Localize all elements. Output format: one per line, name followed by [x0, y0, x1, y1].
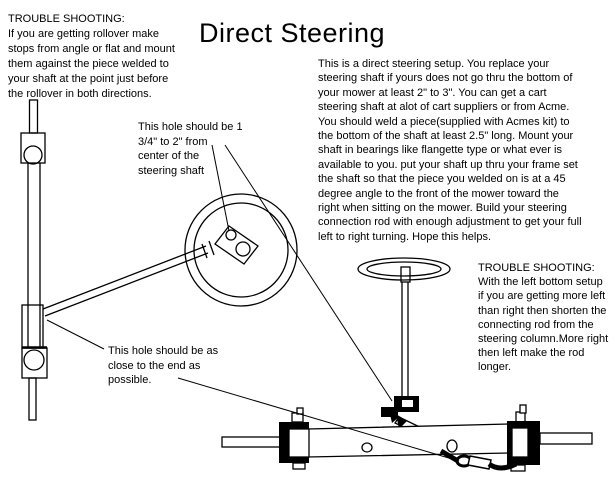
right-axle-stub: [539, 432, 593, 445]
right-spindle: [507, 404, 540, 472]
connection-rod: [42, 240, 215, 317]
steering-wheel-and-column: [357, 257, 451, 396]
troubleshooting-note-top-left: TROUBLE SHOOTING: If you are getting rol…: [8, 13, 175, 100]
main-description-text: This is a direct steering setup. You rep…: [318, 58, 582, 243]
troubleshooting-note-right: TROUBLE SHOOTING: With the left bottom s…: [478, 262, 609, 374]
leader-lines: [46, 144, 393, 402]
axle-hole-right: [446, 439, 458, 453]
leader-line-end-hole: [177, 377, 460, 462]
left-spindle: [279, 407, 310, 470]
steering-shaft-front-view: [20, 99, 48, 421]
steering-shaft-top-detail: [184, 193, 298, 307]
hole-from-center-callout: This hole should be 1 3/4" to 2" from ce…: [138, 121, 243, 177]
left-axle-stub: [221, 436, 281, 448]
axle-hole-left: [361, 442, 373, 453]
page-title: Direct Steering: [199, 18, 386, 48]
front-axle-assembly: [177, 377, 593, 472]
hole-near-end-callout: This hole should be as close to the end …: [108, 345, 219, 386]
tie-rod-arm: [439, 448, 518, 471]
